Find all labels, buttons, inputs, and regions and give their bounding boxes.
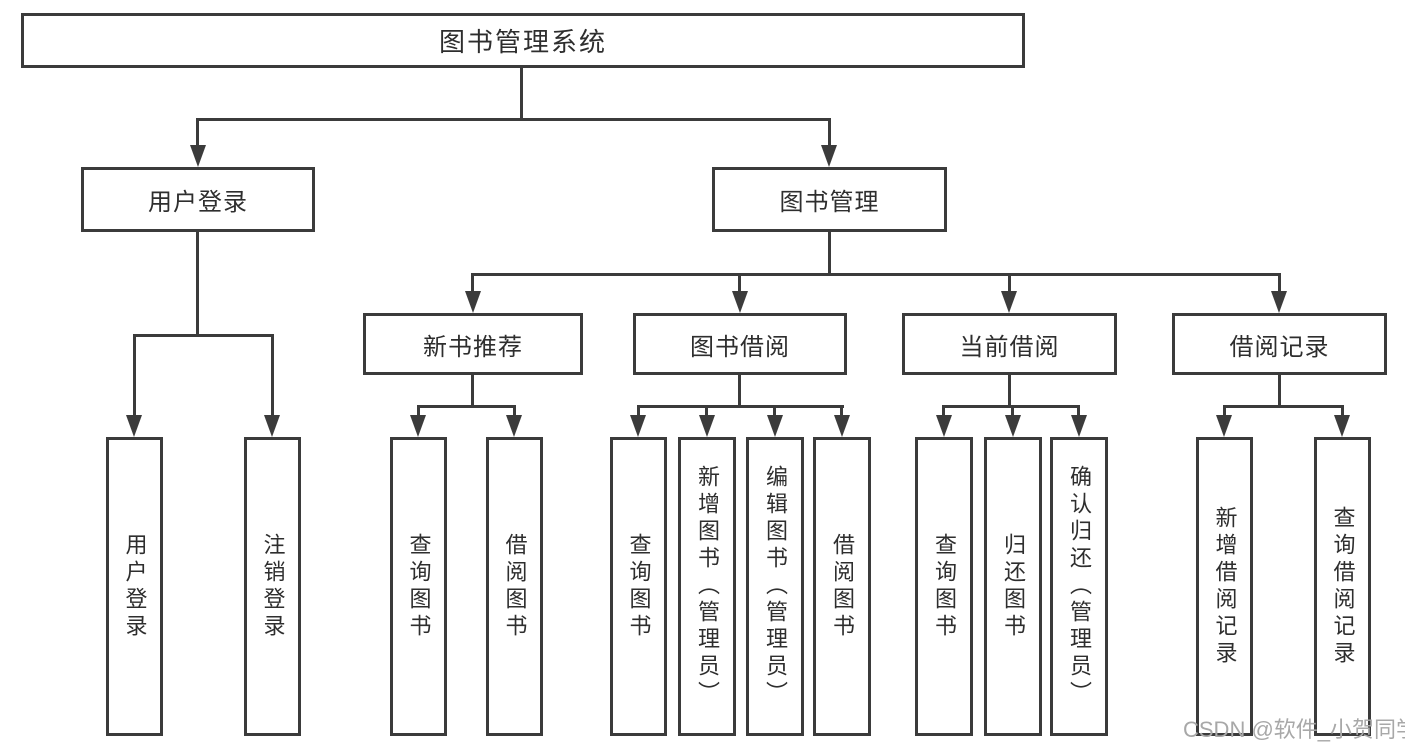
connector-line [417,408,420,418]
node-leaf-newbook-query-label: 查询图书 [406,532,432,641]
connector-line [417,405,516,408]
connector-line [942,405,1080,408]
node-root: 图书管理系统 [21,13,1025,68]
node-leaf-current-confirm-admin-label: 确认归还（管理员） [1067,465,1092,708]
connector-line [471,276,474,294]
arrow-head [1334,415,1350,437]
node-leaf-borrow-edit-admin: 编辑图书（管理员） [746,437,804,736]
node-book-management: 图书管理 [712,167,947,232]
connector-line [520,68,523,118]
arrow-head [767,415,783,437]
node-root-label: 图书管理系统 [438,27,607,57]
arrow-head [1071,415,1087,437]
connector-line [1278,276,1281,294]
node-book-borrow: 图书借阅 [633,313,847,375]
node-book-management-label: 图书管理 [779,189,880,216]
arrow-head [410,415,426,437]
node-leaf-newbook-query: 查询图书 [390,437,447,736]
connector-line [471,273,1281,276]
arrow-head [936,415,952,437]
connector-line [1278,375,1281,405]
arrow-head [1005,415,1021,437]
node-borrow-record-label: 借阅记录 [1229,333,1330,361]
node-leaf-current-return-label: 归还图书 [1001,532,1026,641]
arrow-head [465,291,481,313]
connector-line [828,232,831,273]
arrow-head [1271,291,1287,313]
arrow-head [732,291,748,313]
connector-line [637,405,844,408]
node-leaf-borrow-query-label: 查询图书 [626,532,652,641]
node-leaf-borrow-borrow: 借阅图书 [813,437,871,736]
node-leaf-current-query: 查询图书 [915,437,973,736]
connector-line [1223,405,1344,408]
connector-line [637,408,640,418]
node-book-borrow-label: 图书借阅 [690,333,790,361]
node-leaf-current-query-label: 查询图书 [932,532,957,641]
connector-line [840,408,843,418]
node-leaf-newbook-borrow: 借阅图书 [486,437,543,736]
connector-line [773,408,776,418]
node-leaf-user-login: 用户登录 [106,437,163,736]
connector-line [1011,408,1014,418]
node-leaf-borrow-add-admin: 新增图书（管理员） [678,437,736,736]
node-leaf-current-return: 归还图书 [984,437,1042,736]
connector-line [1223,408,1226,418]
node-leaf-current-confirm-admin: 确认归还（管理员） [1050,437,1108,736]
connector-line [828,118,831,148]
node-borrow-record: 借阅记录 [1172,313,1387,375]
node-leaf-borrow-add-admin-label: 新增图书（管理员） [695,465,720,708]
node-leaf-logout: 注销登录 [244,437,301,736]
node-leaf-borrow-borrow-label: 借阅图书 [830,532,855,641]
connector-line [1341,408,1344,418]
node-leaf-user-login-label: 用户登录 [122,532,148,641]
arrow-head [1001,291,1017,313]
connector-line [197,118,831,121]
node-new-book-recommend: 新书推荐 [363,313,583,375]
connector-line [1008,276,1011,294]
csdn-watermark: CSDN @软件_小贺同学 [1183,717,1405,742]
arrow-head [821,145,837,167]
arrow-head [834,415,850,437]
node-user-login: 用户登录 [81,167,315,232]
arrow-head [264,415,280,437]
node-leaf-logout-label: 注销登录 [260,532,286,641]
arrow-head [630,415,646,437]
connector-line [738,375,741,405]
arrow-head [126,415,142,437]
node-leaf-record-query-label: 查询借阅记录 [1330,505,1356,668]
connector-line [1008,375,1011,405]
node-current-borrow: 当前借阅 [902,313,1117,375]
node-new-book-recommend-label: 新书推荐 [423,333,523,361]
node-current-borrow-label: 当前借阅 [959,333,1060,361]
node-leaf-newbook-borrow-label: 借阅图书 [502,532,528,641]
arrow-head [190,145,206,167]
connector-line [738,276,741,294]
connector-line [271,337,274,417]
node-leaf-borrow-edit-admin-label: 编辑图书（管理员） [763,465,788,708]
connector-line [705,408,708,418]
node-leaf-record-query: 查询借阅记录 [1314,437,1371,736]
connector-line [196,118,199,148]
connector-line [942,408,945,418]
connector-line [1077,408,1080,418]
arrow-head [506,415,522,437]
node-leaf-record-add-label: 新增借阅记录 [1212,505,1238,668]
arrow-head [1216,415,1232,437]
node-leaf-borrow-query: 查询图书 [610,437,667,736]
connector-line [513,408,516,418]
connector-line [133,337,136,417]
connector-line [471,375,474,405]
connector-line [196,232,199,334]
node-leaf-record-add: 新增借阅记录 [1196,437,1253,736]
node-user-login-label: 用户登录 [148,189,248,216]
connector-line [133,334,274,337]
arrow-head [699,415,715,437]
